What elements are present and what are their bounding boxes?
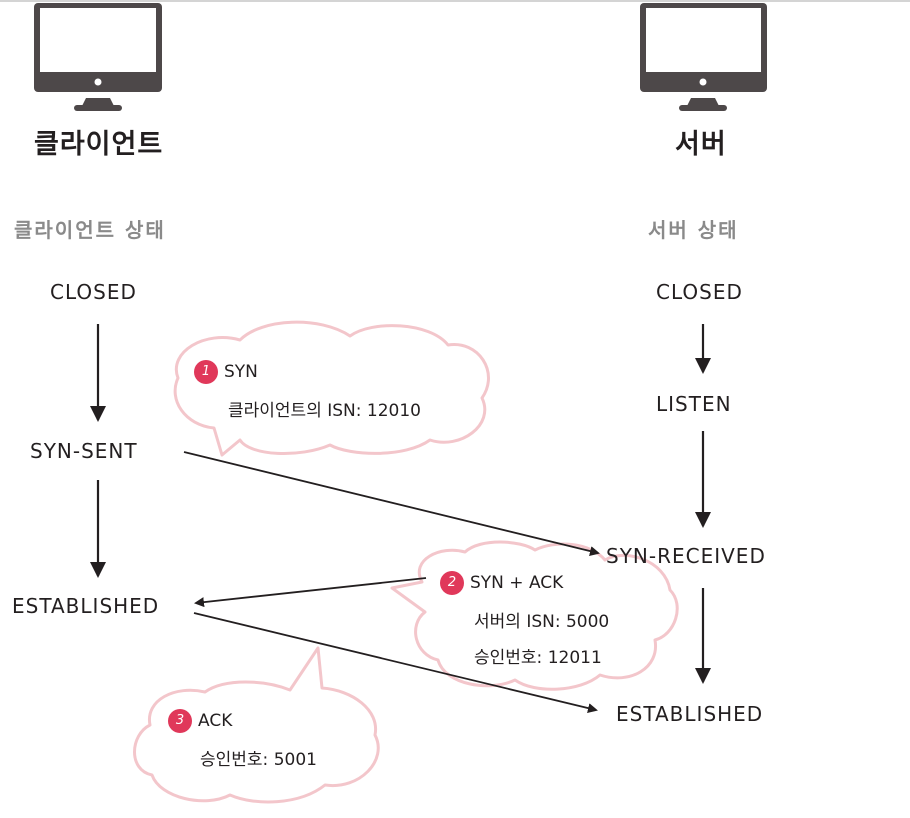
message-2-line-2: 서버의 ISN: 5000 bbox=[474, 612, 610, 632]
message-3-line-1: 3 ACK bbox=[168, 709, 232, 733]
message-1-type: SYN bbox=[224, 362, 258, 382]
server-state-established: ESTABLISHED bbox=[616, 702, 764, 726]
message-cloud-1 bbox=[173, 320, 490, 457]
client-state-closed: CLOSED bbox=[50, 280, 137, 304]
message-cloud-3 bbox=[133, 646, 380, 804]
server-state-listen: LISTEN bbox=[656, 392, 732, 416]
client-state-established: ESTABLISHED bbox=[12, 594, 160, 618]
message-2-line-3: 승인번호: 12011 bbox=[474, 648, 602, 668]
step-badge-2: 2 bbox=[440, 571, 464, 595]
server-title: 서버 bbox=[675, 129, 727, 160]
message-3-line-2: 승인번호: 5001 bbox=[200, 750, 317, 770]
message-1-line-1: 1 SYN bbox=[194, 360, 258, 384]
message-2-type: SYN + ACK bbox=[470, 573, 564, 593]
top-border bbox=[0, 0, 910, 2]
message-2-line-1: 2 SYN + ACK bbox=[440, 571, 563, 595]
server-monitor-icon bbox=[640, 3, 767, 111]
message-3-type: ACK bbox=[198, 711, 233, 731]
server-state-syn-received: SYN-RECEIVED bbox=[606, 544, 766, 568]
message-1-line-2: 클라이언트의 ISN: 12010 bbox=[228, 401, 421, 421]
server-state-header: 서버 상태 bbox=[648, 218, 739, 242]
message-arrow-1-syn bbox=[183, 451, 600, 556]
client-state-header: 클라이언트 상태 bbox=[14, 218, 166, 242]
step-badge-1: 1 bbox=[194, 360, 218, 384]
message-arrow-2-synack bbox=[194, 577, 427, 608]
client-title: 클라이언트 bbox=[34, 129, 164, 160]
client-state-syn-sent: SYN-SENT bbox=[30, 439, 138, 463]
step-badge-3: 3 bbox=[168, 709, 192, 733]
client-monitor-icon bbox=[34, 3, 162, 111]
message-arrow-3-ack bbox=[193, 612, 598, 713]
server-state-closed: CLOSED bbox=[656, 280, 743, 304]
